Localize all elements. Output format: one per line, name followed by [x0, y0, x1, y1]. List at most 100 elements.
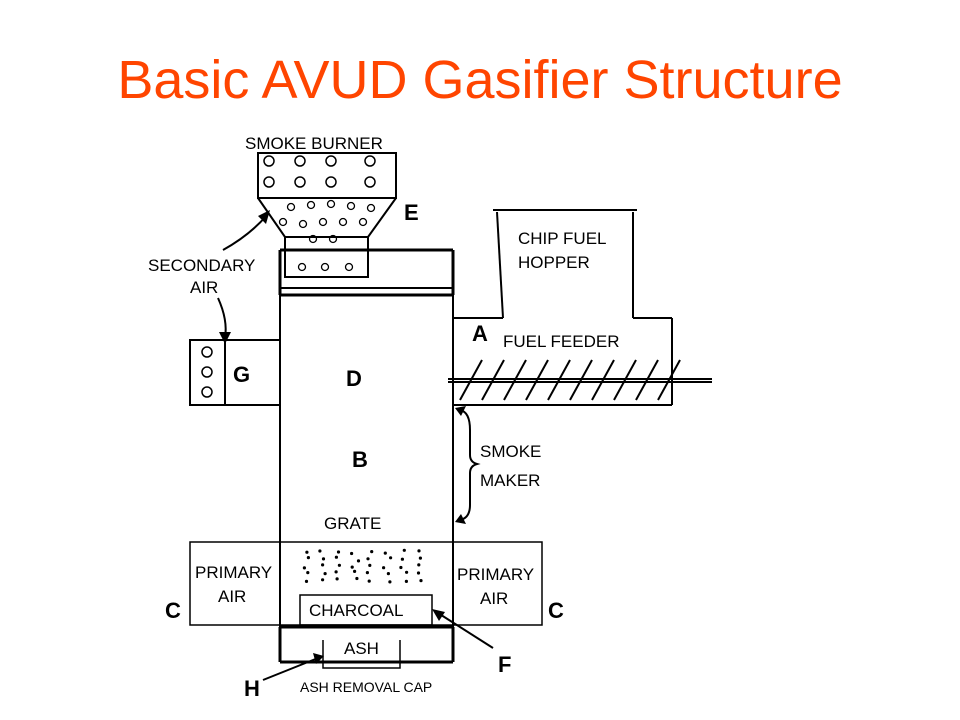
letter-a: A	[472, 321, 488, 346]
grate-dot	[402, 548, 406, 552]
burner-hole	[294, 176, 306, 188]
auger-blade	[569, 359, 593, 401]
letter-d: D	[346, 366, 362, 391]
fuel-feeder-label: FUEL FEEDER	[503, 332, 620, 351]
grate-dot	[389, 556, 393, 560]
grate-dot	[334, 570, 338, 574]
grate-dot	[418, 556, 422, 560]
grate-dot	[404, 579, 408, 584]
chip-fuel-hopper-label-2: HOPPER	[518, 253, 590, 272]
burner-holes	[263, 155, 376, 272]
primary-air-section	[189, 541, 543, 626]
grate-dot	[350, 551, 354, 556]
smoke-maker-label-2: MAKER	[480, 471, 540, 490]
burner-hole	[366, 203, 376, 213]
auger-blade	[503, 359, 527, 401]
primary-air-left-label-2: AIR	[218, 587, 246, 606]
burner-hole	[298, 219, 308, 229]
grate-dot	[386, 572, 390, 576]
burner-hole	[308, 234, 318, 244]
grate-dot	[321, 557, 326, 561]
grate-dot	[405, 570, 409, 574]
letter-h: H	[244, 676, 260, 701]
grate-dot	[304, 579, 309, 584]
auger-blades	[459, 359, 681, 401]
grate-label: GRATE	[324, 514, 381, 533]
grate-dot	[417, 549, 421, 553]
grate-dot	[321, 578, 325, 582]
burner-hole	[326, 199, 336, 209]
auger-blade	[613, 359, 637, 401]
burner-hole	[344, 262, 354, 272]
smoke-maker-label-1: SMOKE	[480, 442, 541, 461]
primary-air-right-label-2: AIR	[480, 589, 508, 608]
burner-hole	[278, 217, 288, 227]
burner-hole	[306, 200, 316, 210]
secondary-air-arrow-upper	[222, 214, 268, 251]
grate-dot	[383, 551, 387, 555]
burner-hole	[346, 201, 356, 211]
grate-dot	[388, 580, 392, 584]
grate-dot	[417, 563, 421, 567]
auger-blade	[459, 359, 483, 401]
grate-dot	[400, 557, 404, 561]
auger-blade	[525, 359, 549, 401]
grate-dot	[399, 565, 403, 570]
grate-dot	[368, 563, 372, 568]
grate-dot	[355, 576, 359, 581]
grate-dot	[367, 579, 371, 583]
burner-hole	[325, 176, 337, 188]
grate-dots	[302, 548, 423, 584]
secondary-air-inlet-box	[189, 339, 281, 406]
page-title: Basic AVUD Gasifier Structure	[117, 50, 843, 110]
burner-hole	[325, 155, 337, 167]
burner-hole	[318, 217, 328, 227]
letter-f: F	[498, 652, 511, 677]
ash-label: ASH	[344, 639, 379, 658]
burner-hole	[263, 176, 275, 188]
smoke-burner	[257, 152, 397, 278]
burner-hole	[294, 155, 306, 167]
smoke-maker-brace	[459, 409, 481, 521]
burner-hole	[364, 155, 376, 167]
smoke-burner-label: SMOKE BURNER	[245, 134, 383, 153]
burner-hole	[328, 234, 338, 244]
grate-dot	[318, 549, 322, 553]
charcoal-label: CHARCOAL	[309, 601, 403, 620]
fuel-hopper-and-feeder	[448, 209, 712, 406]
grate-dot	[356, 559, 361, 563]
burner-hole	[358, 217, 368, 227]
grate-dot	[382, 566, 386, 570]
letter-b: B	[352, 447, 368, 472]
grate-dot	[306, 571, 310, 575]
primary-air-right-label-1: PRIMARY	[457, 565, 534, 584]
grate-dot	[365, 571, 369, 575]
grate-dot	[416, 571, 421, 575]
burner-hole	[286, 202, 296, 212]
grate-dot	[419, 579, 423, 583]
grate-dot	[370, 550, 374, 554]
secondary-air-label-1: SECONDARY	[148, 256, 255, 275]
grate-dot	[353, 569, 357, 574]
burner-hole	[297, 262, 307, 272]
burner-hole	[320, 262, 330, 272]
grate-dot	[366, 557, 370, 561]
burner-hole	[338, 217, 348, 227]
grate-dot	[305, 550, 309, 554]
grate-dot	[321, 563, 325, 567]
grate-dot	[306, 556, 310, 560]
burner-hole	[263, 155, 275, 167]
grate-dot	[335, 577, 339, 581]
burner-hole	[364, 176, 376, 188]
letter-e: E	[404, 200, 419, 225]
f-arrow	[437, 612, 494, 649]
grate-dot	[302, 566, 306, 570]
ash-removal-cap-label: ASH REMOVAL CAP	[300, 679, 432, 695]
primary-air-left-label-1: PRIMARY	[195, 563, 272, 582]
grate-dot	[337, 563, 341, 567]
auger-blade	[635, 359, 659, 401]
letter-c-right: C	[548, 598, 564, 623]
secondary-air-label-2: AIR	[190, 278, 218, 297]
grate-dot	[350, 565, 354, 569]
